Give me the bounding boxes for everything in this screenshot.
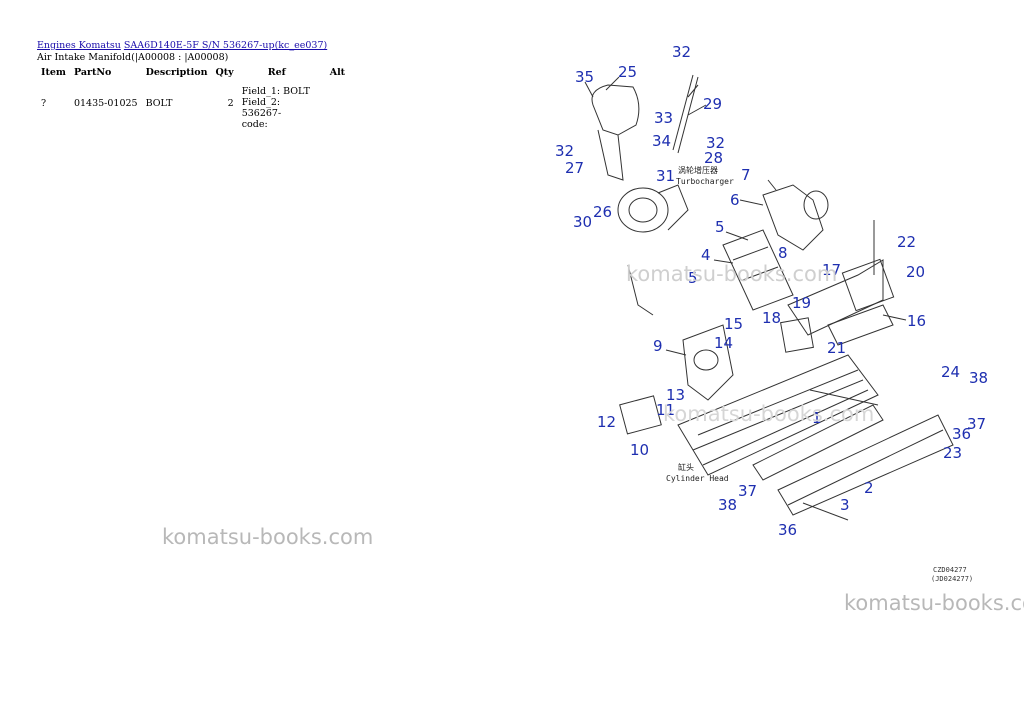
watermark-diagram-mid: komatsu-books.com bbox=[663, 402, 874, 426]
callout: 20 bbox=[906, 263, 925, 281]
callout: 19 bbox=[792, 294, 811, 312]
cell-item: ? bbox=[41, 98, 47, 109]
callout: 15 bbox=[724, 315, 743, 333]
callout: 8 bbox=[778, 244, 788, 262]
cell-description: BOLT bbox=[145, 98, 173, 109]
table-row: ? 01435-01025 BOLT 2 Field_1: BOLT Field… bbox=[37, 84, 349, 132]
callout: 32 bbox=[706, 134, 725, 152]
callout: 12 bbox=[597, 413, 616, 431]
callout: 6 bbox=[730, 191, 740, 209]
callout: 2 bbox=[864, 479, 874, 497]
col-alt: Alt bbox=[329, 67, 346, 78]
callout: 38 bbox=[718, 496, 737, 514]
callout: 10 bbox=[630, 441, 649, 459]
callout: 13 bbox=[666, 386, 685, 404]
callout: 18 bbox=[762, 309, 781, 327]
callout: 1 bbox=[812, 409, 822, 427]
diagram-code-alt: (JD024277) bbox=[931, 575, 973, 583]
col-description: Description bbox=[145, 67, 208, 78]
watermark-diagram-top: komatsu-books.com bbox=[626, 262, 837, 286]
diagram-code: CZD04277 bbox=[933, 566, 967, 574]
callout: 24 bbox=[941, 363, 960, 381]
cell-alt bbox=[320, 84, 349, 132]
watermark-left: komatsu-books.com bbox=[162, 525, 374, 549]
callout: 36 bbox=[778, 521, 797, 539]
callout: 16 bbox=[907, 312, 926, 330]
label-turbocharger: Turbocharger bbox=[676, 177, 734, 186]
exploded-parts-diagram: 32 35 25 29 33 34 32 32 28 27 31 7 6 26 … bbox=[555, 43, 988, 583]
label-cylinder-head: Cylinder Head bbox=[666, 474, 729, 483]
callout: 21 bbox=[827, 339, 846, 357]
parts-table: Item PartNo Description Qty Ref Alt ? 01… bbox=[37, 65, 349, 132]
callout: 37 bbox=[738, 482, 757, 500]
callout: 28 bbox=[704, 149, 723, 167]
callout: 37 bbox=[967, 415, 986, 433]
callout: 22 bbox=[897, 233, 916, 251]
callout: 32 bbox=[555, 142, 574, 160]
col-qty: Qty bbox=[215, 67, 234, 78]
cell-partno: 01435-01025 bbox=[73, 98, 138, 109]
label-cylinder-head-cn: 缸头 bbox=[678, 462, 694, 472]
callout: 23 bbox=[943, 444, 962, 462]
label-turbocharger-cn: 涡轮增压器 bbox=[678, 165, 718, 175]
col-partno: PartNo bbox=[73, 67, 112, 78]
callout: 33 bbox=[654, 109, 673, 127]
callout: 36 bbox=[952, 425, 971, 443]
callout: 5 bbox=[715, 218, 725, 236]
col-ref: Ref bbox=[267, 67, 286, 78]
callout: 27 bbox=[565, 159, 584, 177]
callout: 29 bbox=[703, 95, 722, 113]
callout: 34 bbox=[652, 132, 671, 150]
callout: 35 bbox=[575, 68, 594, 86]
callout: 32 bbox=[672, 43, 691, 61]
callout: 9 bbox=[653, 337, 663, 355]
callout: 14 bbox=[714, 334, 733, 352]
cell-qty: 2 bbox=[227, 98, 234, 109]
callout: 30 bbox=[573, 213, 592, 231]
watermark-bottom-right: komatsu-books.com bbox=[844, 591, 1024, 615]
breadcrumb-link-engines[interactable]: Engines Komatsu bbox=[37, 40, 121, 51]
page-subtitle: Air Intake Manifold(|A00008 : |A00008) bbox=[37, 52, 229, 63]
callout-labels: 32 35 25 29 33 34 32 32 28 27 31 7 6 26 … bbox=[555, 43, 988, 539]
table-header-row: Item PartNo Description Qty Ref Alt bbox=[37, 65, 349, 84]
callout: 25 bbox=[618, 63, 637, 81]
callout: 5 bbox=[688, 269, 698, 287]
callout: 11 bbox=[656, 401, 675, 419]
col-item: Item bbox=[41, 67, 66, 78]
callout: 26 bbox=[593, 203, 612, 221]
callout: 31 bbox=[656, 167, 675, 185]
callout: 3 bbox=[840, 496, 850, 514]
callout: 38 bbox=[969, 369, 988, 387]
callout: 7 bbox=[741, 166, 751, 184]
callout: 4 bbox=[701, 246, 711, 264]
cell-ref: Field_1: BOLT Field_2: 536267- code: bbox=[241, 86, 310, 130]
breadcrumb-link-model[interactable]: SAA6D140E-5F S/N 536267-up(kc_ee037) bbox=[123, 40, 328, 51]
callout: 17 bbox=[822, 261, 841, 279]
